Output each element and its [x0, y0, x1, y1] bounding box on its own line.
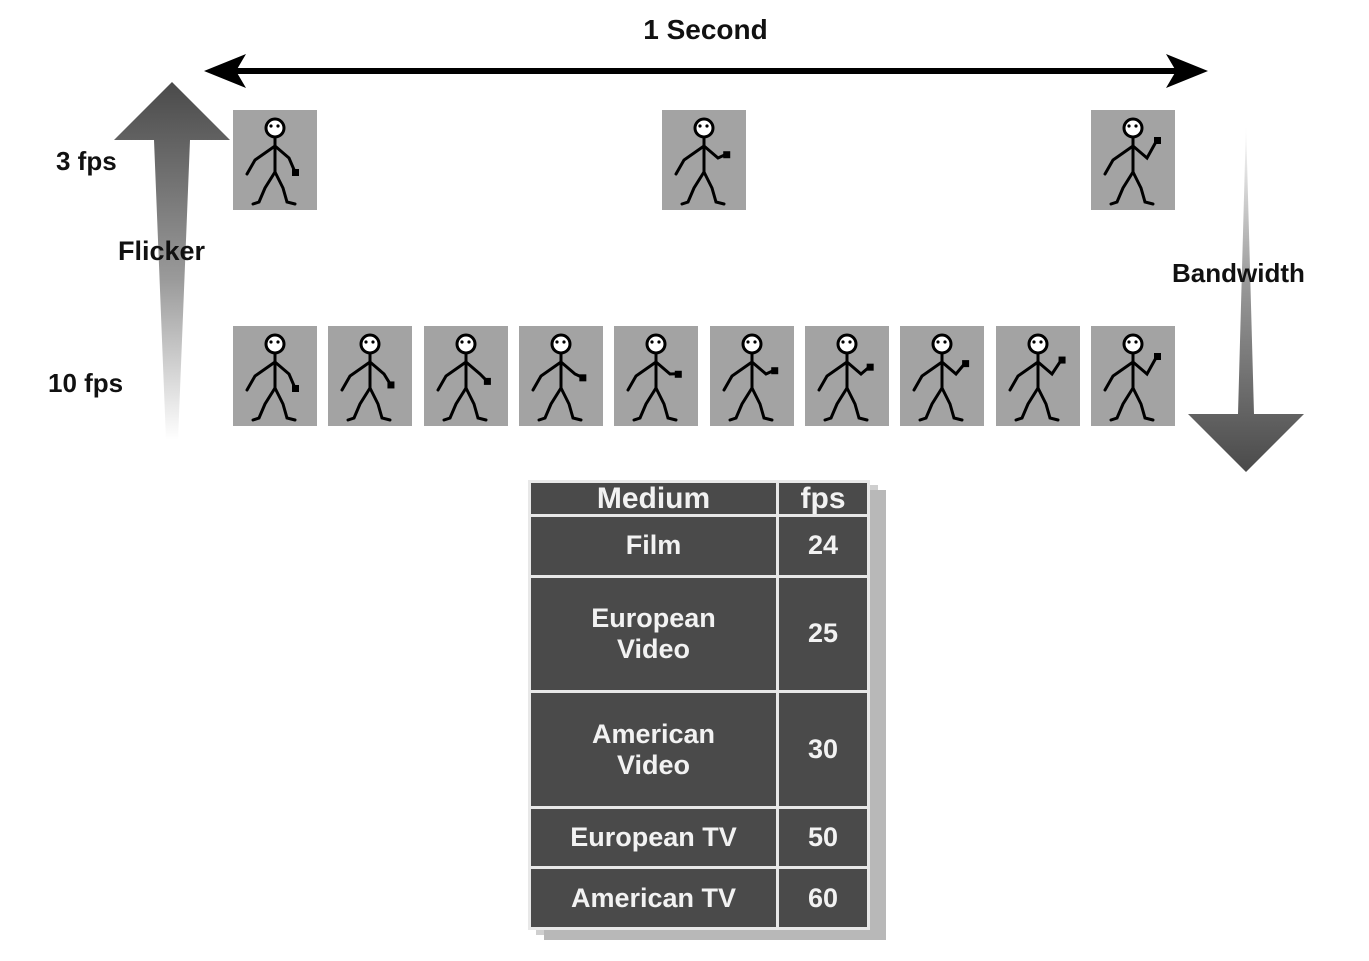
stick-figure-frame — [900, 326, 985, 426]
stick-figure-frame — [519, 326, 603, 426]
fps-cell: 60 — [776, 866, 870, 930]
timeline-arrow — [204, 54, 1208, 88]
header-medium: Medium — [528, 480, 779, 517]
medium-cell: European TV — [528, 805, 779, 870]
stick-figure-icon — [626, 333, 683, 422]
stick-figure-icon — [245, 333, 299, 422]
one-second-label: 1 Second — [643, 14, 768, 45]
flicker-label: Flicker — [118, 236, 206, 266]
stick-figure-frame — [709, 326, 794, 426]
stick-figure-icon — [722, 333, 778, 422]
header-fps: fps — [776, 480, 870, 517]
stick-figure-icon — [1008, 333, 1066, 422]
stick-figure-frame — [423, 326, 508, 426]
stick-figure-frame — [805, 326, 889, 426]
stick-figure-icon — [1103, 333, 1161, 422]
bandwidth-label: Bandwidth — [1172, 258, 1305, 288]
stick-figure-frame — [662, 110, 746, 210]
stick-figure-frame — [328, 326, 413, 426]
medium-cell: American TV — [528, 866, 779, 930]
stick-figure-icon — [1103, 117, 1161, 206]
stick-figure-icon — [817, 333, 874, 422]
stick-figure-frame — [233, 326, 317, 426]
stick-figure-frame — [995, 326, 1080, 426]
stick-figure-icon — [674, 117, 731, 206]
medium-cell: Film — [528, 514, 779, 578]
three-fps-label: 3 fps — [56, 146, 117, 176]
medium-cell: European Video — [528, 574, 779, 694]
fps-cell: 30 — [776, 690, 870, 809]
ten-fps-label: 10 fps — [48, 368, 124, 398]
stick-figure-frame — [1091, 110, 1175, 210]
stick-figure-frame — [614, 326, 699, 426]
stick-figure-icon — [245, 117, 299, 206]
stick-figure-icon — [531, 333, 587, 422]
stick-figure-frame — [1091, 326, 1175, 426]
flicker-up-arrow — [114, 82, 230, 440]
fps-cell: 25 — [776, 574, 870, 694]
stick-figure-icon — [436, 333, 491, 422]
bandwidth-down-arrow — [1188, 124, 1304, 472]
table-header-row: Medium fps — [528, 480, 870, 517]
stick-figure-icon — [340, 333, 395, 422]
stick-figure-icon — [912, 333, 970, 422]
fps-cell: 50 — [776, 805, 870, 870]
stick-figure-frame — [233, 110, 317, 210]
fps-cell: 24 — [776, 514, 870, 578]
medium-cell: American Video — [528, 690, 779, 809]
